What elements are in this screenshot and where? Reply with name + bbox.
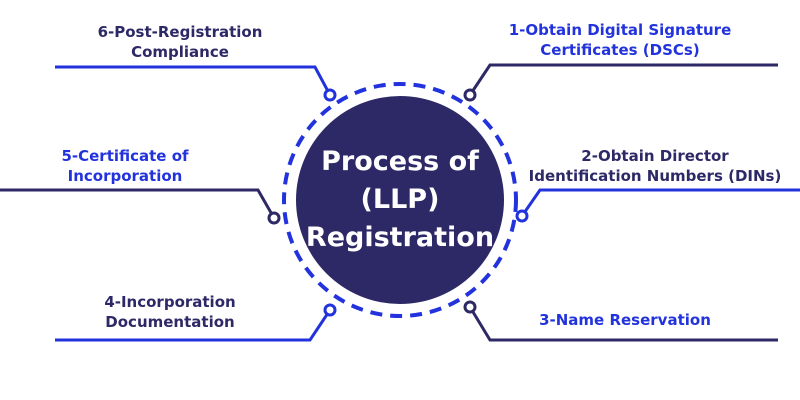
step-5-label: 5-Certificate of Incorporation	[10, 146, 240, 186]
connector-step-3	[468, 306, 778, 342]
step-3-label-line-1: 3-Name Reservation	[539, 311, 711, 329]
connector-dot-step-6	[323, 88, 337, 102]
center-title-line-1: Process of	[321, 146, 479, 177]
step-3-label: 3-Name Reservation	[500, 310, 750, 330]
step-4-label-line-2: Documentation	[105, 313, 235, 331]
step-4-label-line-1: 4-Incorporation	[104, 293, 236, 311]
step-6-label: 6-Post-Registration Compliance	[60, 22, 300, 62]
connector-step-1	[468, 63, 778, 96]
connector-step-4	[55, 309, 332, 342]
connector-dot-step-3	[463, 300, 477, 314]
center-title: Process of (LLP) Registration	[300, 143, 500, 257]
center-circle	[296, 96, 504, 304]
step-2-label-line-2: Identification Numbers (DINs)	[528, 167, 782, 185]
step-1-label-line-2: Certificates (DSCs)	[540, 41, 700, 59]
connector-dot-step-4	[323, 303, 337, 317]
center-dashed-ring	[282, 82, 518, 318]
step-6-label-line-1: 6-Post-Registration	[97, 23, 263, 41]
step-2-label-line-1: 2-Obtain Director	[581, 147, 729, 165]
connector-dot-step-1	[463, 88, 477, 102]
step-2-label: 2-Obtain Director Identification Numbers…	[510, 146, 800, 186]
center-title-line-2: (LLP)	[360, 184, 440, 215]
center-title-line-3: Registration	[305, 222, 495, 253]
step-1-label: 1-Obtain Digital Signature Certificates …	[480, 20, 760, 60]
step-5-label-line-2: Incorporation	[67, 167, 183, 185]
step-1-label-line-1: 1-Obtain Digital Signature	[508, 21, 732, 39]
connector-step-2	[520, 188, 800, 217]
step-4-label: 4-Incorporation Documentation	[50, 292, 290, 332]
step-5-label-line-1: 5-Certificate of	[61, 147, 189, 165]
connector-step-6	[55, 65, 332, 96]
connector-step-5	[0, 188, 276, 219]
step-6-label-line-2: Compliance	[131, 43, 229, 61]
connector-dot-step-2	[515, 209, 529, 223]
connector-dot-step-5	[267, 211, 281, 225]
